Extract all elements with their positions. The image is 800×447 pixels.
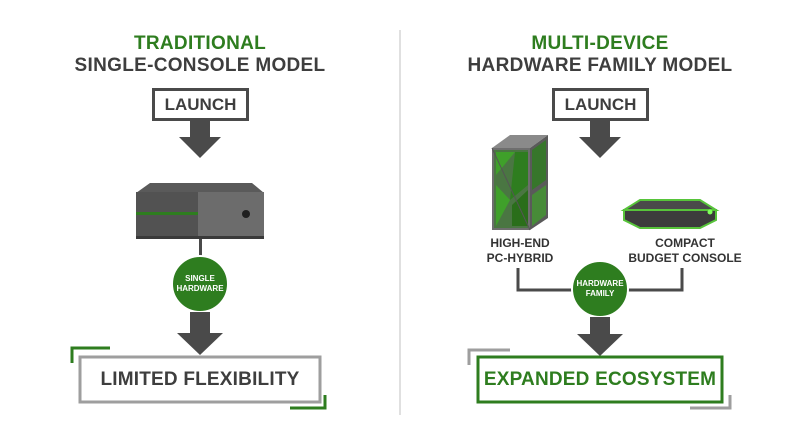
left-launch-arrow xyxy=(179,121,221,158)
right-launch-arrow xyxy=(579,121,621,158)
right-result-arrow xyxy=(577,317,623,356)
right-badge-line1: HARDWARE xyxy=(576,279,624,288)
pc-hybrid-label-line2: PC-HYBRID xyxy=(486,251,554,265)
right-badge-line2: FAMILY xyxy=(585,289,615,298)
left-title-line2: SINGLE-CONSOLE MODEL xyxy=(74,55,326,76)
right-result-label: EXPANDED ECOSYSTEM xyxy=(483,369,717,390)
compact-console-icon xyxy=(620,199,720,229)
right-title-line1: MULTI-DEVICE xyxy=(531,33,669,54)
right-badge-text: HARDWARE FAMILY xyxy=(570,279,630,299)
left-badge-line2: HARDWARE xyxy=(176,284,224,293)
pc-tower-icon xyxy=(491,135,548,231)
console-icon xyxy=(136,183,264,239)
left-title-line1: TRADITIONAL xyxy=(133,33,267,54)
left-launch-box: LAUNCH xyxy=(152,88,249,121)
pc-hybrid-label: HIGH-END PC-HYBRID xyxy=(460,236,580,266)
left-result-label: LIMITED FLEXIBILITY xyxy=(100,369,300,390)
left-badge-text: SINGLE HARDWARE xyxy=(170,274,230,294)
center-divider xyxy=(399,30,401,415)
left-diagram-graphics xyxy=(70,121,327,410)
pc-hybrid-label-line1: HIGH-END xyxy=(490,236,550,250)
budget-console-label-line1: COMPACT xyxy=(655,236,715,250)
budget-console-label-line2: BUDGET CONSOLE xyxy=(628,251,742,265)
left-badge-line1: SINGLE xyxy=(185,274,215,283)
budget-console-label: COMPACT BUDGET CONSOLE xyxy=(615,236,755,266)
right-title-line2: HARDWARE FAMILY MODEL xyxy=(467,55,733,76)
left-result-arrow xyxy=(177,312,223,355)
right-launch-box: LAUNCH xyxy=(552,88,649,121)
right-diagram-graphics xyxy=(467,121,732,410)
